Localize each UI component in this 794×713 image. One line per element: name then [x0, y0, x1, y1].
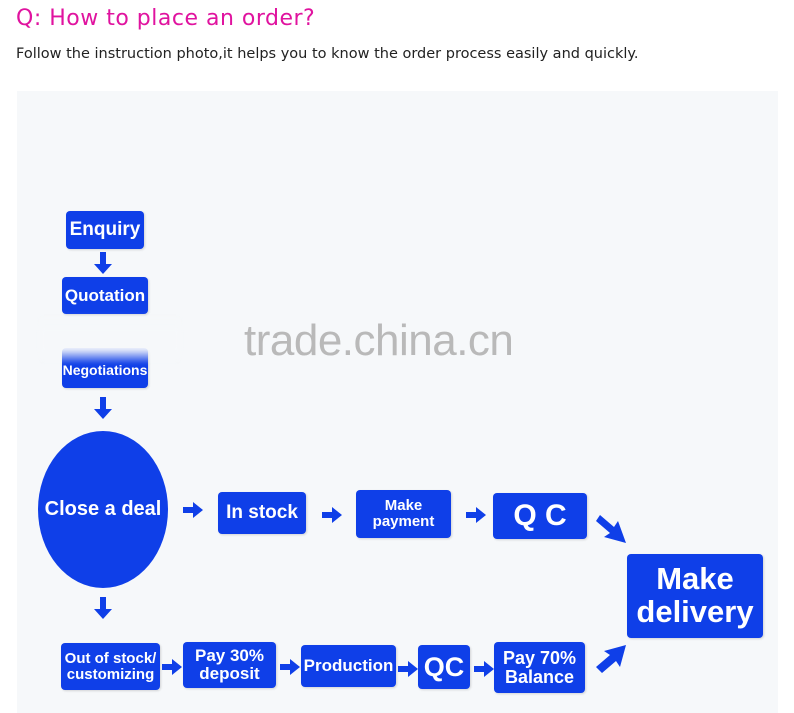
step-qc-bottom-label: QC	[423, 651, 465, 682]
watermark: trade.china.cn	[244, 316, 514, 365]
right-arrow-icon	[322, 507, 342, 523]
step-out-of-stock: Out of stock/ customizing	[61, 643, 160, 690]
step-make-payment-label: Make payment	[372, 497, 435, 530]
right-arrow-icon	[162, 659, 182, 675]
right-arrow-icon	[474, 661, 494, 677]
intro-text: Follow the instruction photo,it helps yo…	[16, 46, 639, 62]
right-arrow-icon	[280, 659, 300, 675]
step-enquiry-label: Enquiry	[69, 219, 141, 241]
step-pay-deposit: Pay 30% deposit	[183, 642, 276, 688]
step-close-deal: Close a deal	[38, 431, 168, 588]
diagonal-up-arrow-icon	[596, 645, 626, 673]
step-production: Production	[301, 645, 396, 687]
step-enquiry: Enquiry	[66, 211, 144, 249]
step-make-delivery: Make delivery	[627, 554, 763, 638]
right-arrow-icon	[183, 502, 203, 518]
step-qc-bottom: QC	[418, 645, 470, 689]
page-title: Q: How to place an order?	[16, 6, 316, 31]
step-in-stock-label: In stock	[226, 502, 298, 524]
down-arrow-icon	[94, 597, 112, 619]
step-make-delivery-label: Make delivery	[636, 561, 754, 629]
step-out-of-stock-label: Out of stock/ customizing	[64, 649, 157, 683]
step-pay-balance-label: Pay 70% Balance	[502, 647, 577, 687]
step-quotation-label: Quotation	[64, 285, 146, 305]
step-in-stock: In stock	[218, 492, 306, 534]
step-quotation: Quotation	[62, 277, 148, 314]
right-arrow-icon	[398, 661, 418, 677]
down-arrow-icon	[94, 397, 112, 419]
step-pay-deposit-label: Pay 30% deposit	[195, 646, 264, 683]
right-arrow-icon	[466, 507, 486, 523]
blurred-overlay	[40, 314, 180, 364]
step-make-payment: Make payment	[356, 490, 451, 538]
diagonal-down-arrow-icon	[596, 515, 626, 543]
step-qc-top: Q C	[493, 493, 587, 539]
step-close-deal-label: Close a deal	[44, 498, 162, 520]
step-qc-top-label: Q C	[513, 499, 567, 533]
step-negotiations-label: Negotiations	[62, 362, 148, 379]
down-arrow-icon	[94, 252, 112, 274]
step-pay-balance: Pay 70% Balance	[494, 642, 585, 693]
step-production-label: Production	[303, 656, 394, 676]
